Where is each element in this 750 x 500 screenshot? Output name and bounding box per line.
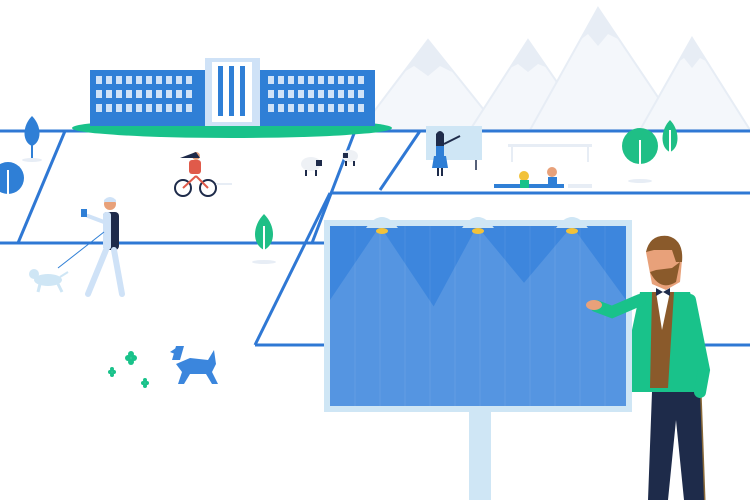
billboard-light-beams — [330, 226, 626, 406]
clover-icon — [141, 378, 149, 388]
sheep-figure — [301, 157, 322, 176]
tree-icon — [662, 120, 678, 165]
cyclist-figure — [174, 152, 232, 197]
cat-figure — [170, 346, 218, 384]
bench-figure — [494, 144, 592, 188]
mountain-icon — [638, 36, 750, 131]
building-windows — [96, 76, 364, 112]
building-illustration — [72, 58, 392, 138]
tree-icon — [0, 162, 24, 205]
dog-figure — [29, 269, 69, 293]
lamp-icon — [462, 217, 494, 234]
clover-icon — [125, 351, 137, 365]
lamp-icon — [366, 217, 398, 234]
teacher-figure — [426, 126, 482, 176]
sheep-figure — [342, 150, 358, 166]
lamp-icon — [556, 217, 588, 234]
presenter-figure — [586, 235, 711, 500]
mountains — [357, 6, 750, 131]
billboard — [324, 217, 632, 500]
billboard-panel-lines — [354, 226, 606, 406]
tree-icon — [22, 116, 42, 162]
clover-icon — [108, 367, 116, 377]
tree-icon — [252, 214, 276, 264]
tree-icon — [622, 128, 658, 183]
dog-walker-figure — [57, 197, 125, 297]
